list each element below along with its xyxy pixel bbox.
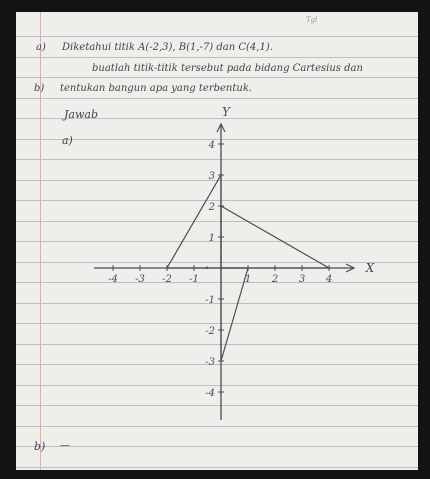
- x-tick-label: 1: [245, 274, 251, 285]
- ruled-line: [16, 364, 418, 365]
- triangle-2: [220, 204, 332, 269]
- triangle-1: [165, 172, 222, 269]
- y-tick-label: -1: [205, 295, 215, 306]
- ruled-line: [16, 344, 418, 345]
- ruled-line: [16, 77, 418, 78]
- question-b-line-1: tentukan bangun apa yang terbentuk.: [60, 83, 253, 94]
- x-tick-label: -3: [135, 274, 145, 285]
- question-a-line-2: buatlah titik-titik tersebut pada bidang…: [92, 63, 363, 74]
- ruled-line: [16, 426, 418, 427]
- question-b-marker: b): [34, 83, 45, 94]
- x-tick-label: -4: [108, 274, 118, 285]
- y-tick-label: -4: [205, 388, 215, 399]
- y-tick-label: 3: [209, 171, 215, 182]
- x-axis-label: X: [365, 261, 375, 275]
- y-tick-label: 4: [208, 140, 215, 151]
- y-tick-label: -3: [205, 357, 215, 368]
- x-tick-label: 2: [271, 274, 278, 285]
- date-mark: Tgl: [306, 16, 318, 24]
- ruled-line: [16, 98, 418, 99]
- question-a-line-1: Diketahui titik A(-2,3), B(1,-7) dan C(4…: [62, 42, 273, 53]
- x-axis-arrow: [345, 263, 356, 273]
- ruled-line: [16, 262, 418, 263]
- ruled-line: [16, 446, 418, 447]
- y-axis-arrow: [216, 122, 226, 133]
- y-tick-label: -2: [205, 326, 215, 337]
- ruled-line: [16, 241, 418, 242]
- x-tick-label: -2: [162, 274, 172, 285]
- jawab-label: Jawab: [64, 108, 98, 121]
- answer-part-a-label: a): [62, 134, 73, 147]
- ruled-line: [16, 139, 418, 140]
- ruled-line: [16, 159, 418, 160]
- answer-part-b-label: b): [34, 440, 46, 453]
- question-a-marker: a): [36, 42, 46, 53]
- x-tick-label: 4: [325, 274, 332, 285]
- y-axis-label: Y: [222, 105, 231, 119]
- ruled-line: [16, 467, 418, 468]
- triangle-3: [220, 267, 249, 362]
- ruled-line: [16, 221, 418, 222]
- ruled-line: [16, 57, 418, 58]
- x-tick-label: -1: [189, 274, 199, 285]
- ruled-line: [16, 282, 418, 283]
- x-tick-label: 3: [299, 274, 305, 285]
- ruled-line: [16, 323, 418, 324]
- ruled-line: [16, 200, 418, 201]
- answer-part-b-text: —: [60, 440, 70, 451]
- ruled-line: [16, 303, 418, 304]
- ruled-line: [16, 36, 418, 37]
- notebook-page: Tgl a) Diketahui titik A(-2,3), B(1,-7) …: [16, 12, 418, 470]
- ruled-line: [16, 118, 418, 119]
- ruled-line: [16, 385, 418, 386]
- ruled-line: [16, 405, 418, 406]
- ruled-line: [16, 180, 418, 181]
- y-tick-label: 1: [209, 233, 215, 244]
- y-tick-label: 2: [208, 202, 215, 213]
